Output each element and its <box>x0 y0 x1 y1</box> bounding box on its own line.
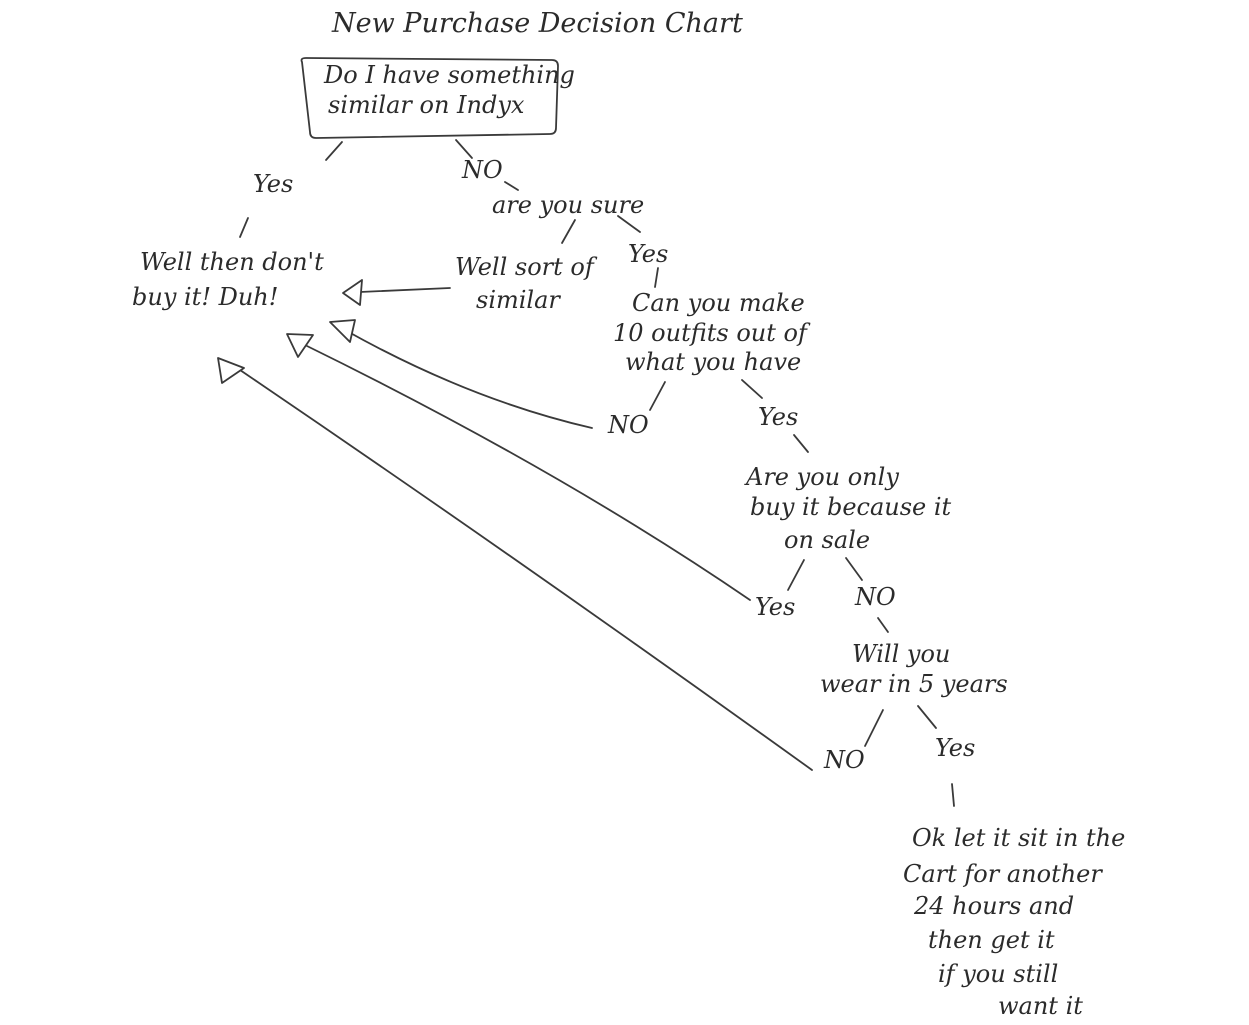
edge-sale-no-bottom <box>877 617 889 633</box>
ten-outfits-line-2: 10 outfits out of <box>613 319 811 347</box>
dont-buy-line-2: buy it! Duh! <box>132 283 278 311</box>
let-it-sit-line-3: 24 hours and <box>913 892 1074 920</box>
arrow-sale-yes-to-dontbuy <box>304 344 751 601</box>
edge-label-start-yes: Yes <box>253 170 293 198</box>
edge-label-sale-yes: Yes <box>755 593 795 621</box>
edge-label-years-yes: Yes <box>935 734 975 762</box>
edge-start-yes-bottom <box>239 217 249 238</box>
let-it-sit-line-5: if you still <box>938 960 1058 988</box>
start-node-line-1: Do I have something <box>323 61 575 89</box>
on-sale-line-2: buy it because it <box>750 493 952 521</box>
edge-sale-yes-top <box>787 559 805 591</box>
edge-label-years-no: NO <box>823 746 865 774</box>
let-it-sit-line-2: Cart for another <box>903 860 1103 888</box>
edge-label-sure-yes: Yes <box>628 240 668 268</box>
start-node-line-2: similar on Indyx <box>328 91 525 119</box>
sort-of-similar-line-1: Well sort of <box>455 253 598 281</box>
arrow-outfits-no-to-dontbuy <box>344 329 593 429</box>
edge-label-outfits-yes: Yes <box>758 403 798 431</box>
edge-label-outfits-no: NO <box>607 411 649 439</box>
edge-sure-yes-bottom <box>654 267 659 288</box>
arrowhead-years-no <box>217 357 245 384</box>
edge-years-no-top <box>864 709 884 747</box>
chart-title: New Purchase Decision Chart <box>331 8 743 39</box>
arrowhead-sale-yes <box>286 333 314 358</box>
on-sale-line-1: Are you only <box>744 463 899 491</box>
edge-outfits-no-top <box>649 381 666 411</box>
edge-years-yes-bottom <box>951 783 955 807</box>
edge-start-yes-top <box>325 141 343 161</box>
edge-outfits-yes-bottom <box>793 434 809 453</box>
arrowhead-sortof <box>342 279 363 306</box>
ten-outfits-line-3: what you have <box>625 348 801 376</box>
edge-sure-yes-top <box>617 215 641 233</box>
arrowhead-outfits-no <box>329 319 356 343</box>
edge-label-sale-no: NO <box>854 583 896 611</box>
on-sale-line-3: on sale <box>784 526 870 554</box>
are-you-sure-node: are you sure <box>492 191 644 219</box>
let-it-sit-line-4: then get it <box>928 926 1055 954</box>
arrow-sortof-to-dontbuy <box>359 287 451 293</box>
ten-outfits-line-1: Can you make <box>632 289 805 317</box>
edge-years-yes-top <box>917 705 937 729</box>
let-it-sit-line-1: Ok let it sit in the <box>912 824 1125 852</box>
dont-buy-line-1: Well then don't <box>140 248 324 276</box>
let-it-sit-line-6: want it <box>998 992 1083 1020</box>
start-node-box <box>300 57 559 139</box>
edge-sale-no-top <box>845 557 863 581</box>
edge-start-no-bottom <box>504 181 519 191</box>
edge-outfits-yes-top <box>741 379 763 399</box>
five-years-line-2: wear in 5 years <box>820 670 1008 698</box>
edge-start-no-top <box>455 139 473 159</box>
sort-of-similar-line-2: similar <box>476 286 561 314</box>
edge-label-start-no: NO <box>461 156 503 184</box>
edge-sure-sortof <box>561 219 576 244</box>
five-years-line-1: Will you <box>852 640 950 668</box>
arrow-years-no-to-dontbuy <box>239 369 813 771</box>
